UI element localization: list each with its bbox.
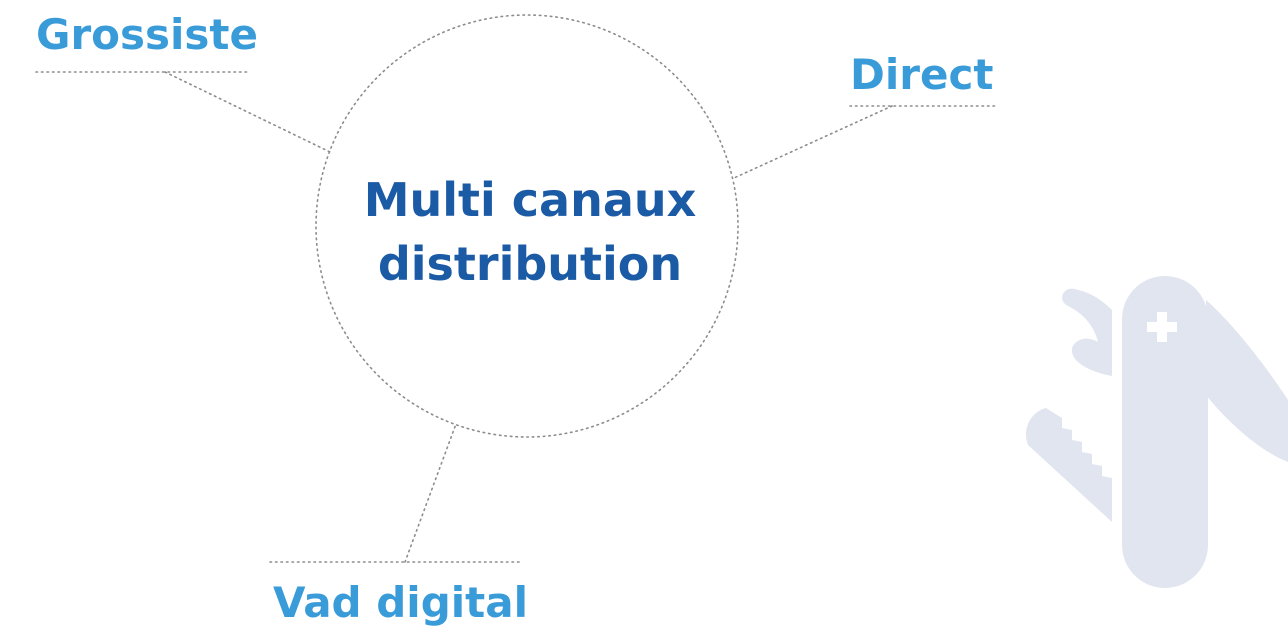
center-circle <box>315 14 739 438</box>
center-title-line1: Multi canaux <box>363 173 697 227</box>
hook-tool-icon <box>1062 288 1112 376</box>
branch-label-grossiste: Grossiste <box>36 10 258 59</box>
knife-handle-icon <box>1122 276 1208 588</box>
branch-label-direct: Direct <box>850 50 994 99</box>
knife-blade-icon <box>1206 300 1288 462</box>
cross-emblem-icon <box>1147 312 1177 342</box>
grossiste-connector <box>164 71 331 153</box>
vad-connector <box>404 423 457 563</box>
center-title: Multi canaux distribution <box>332 168 728 296</box>
swiss-army-knife-icon <box>1026 276 1288 588</box>
direct-connector <box>733 105 893 179</box>
center-title-line2: distribution <box>377 237 683 291</box>
branch-label-vad-digital: Vad digital <box>273 578 528 627</box>
saw-blade-icon <box>1026 408 1112 522</box>
